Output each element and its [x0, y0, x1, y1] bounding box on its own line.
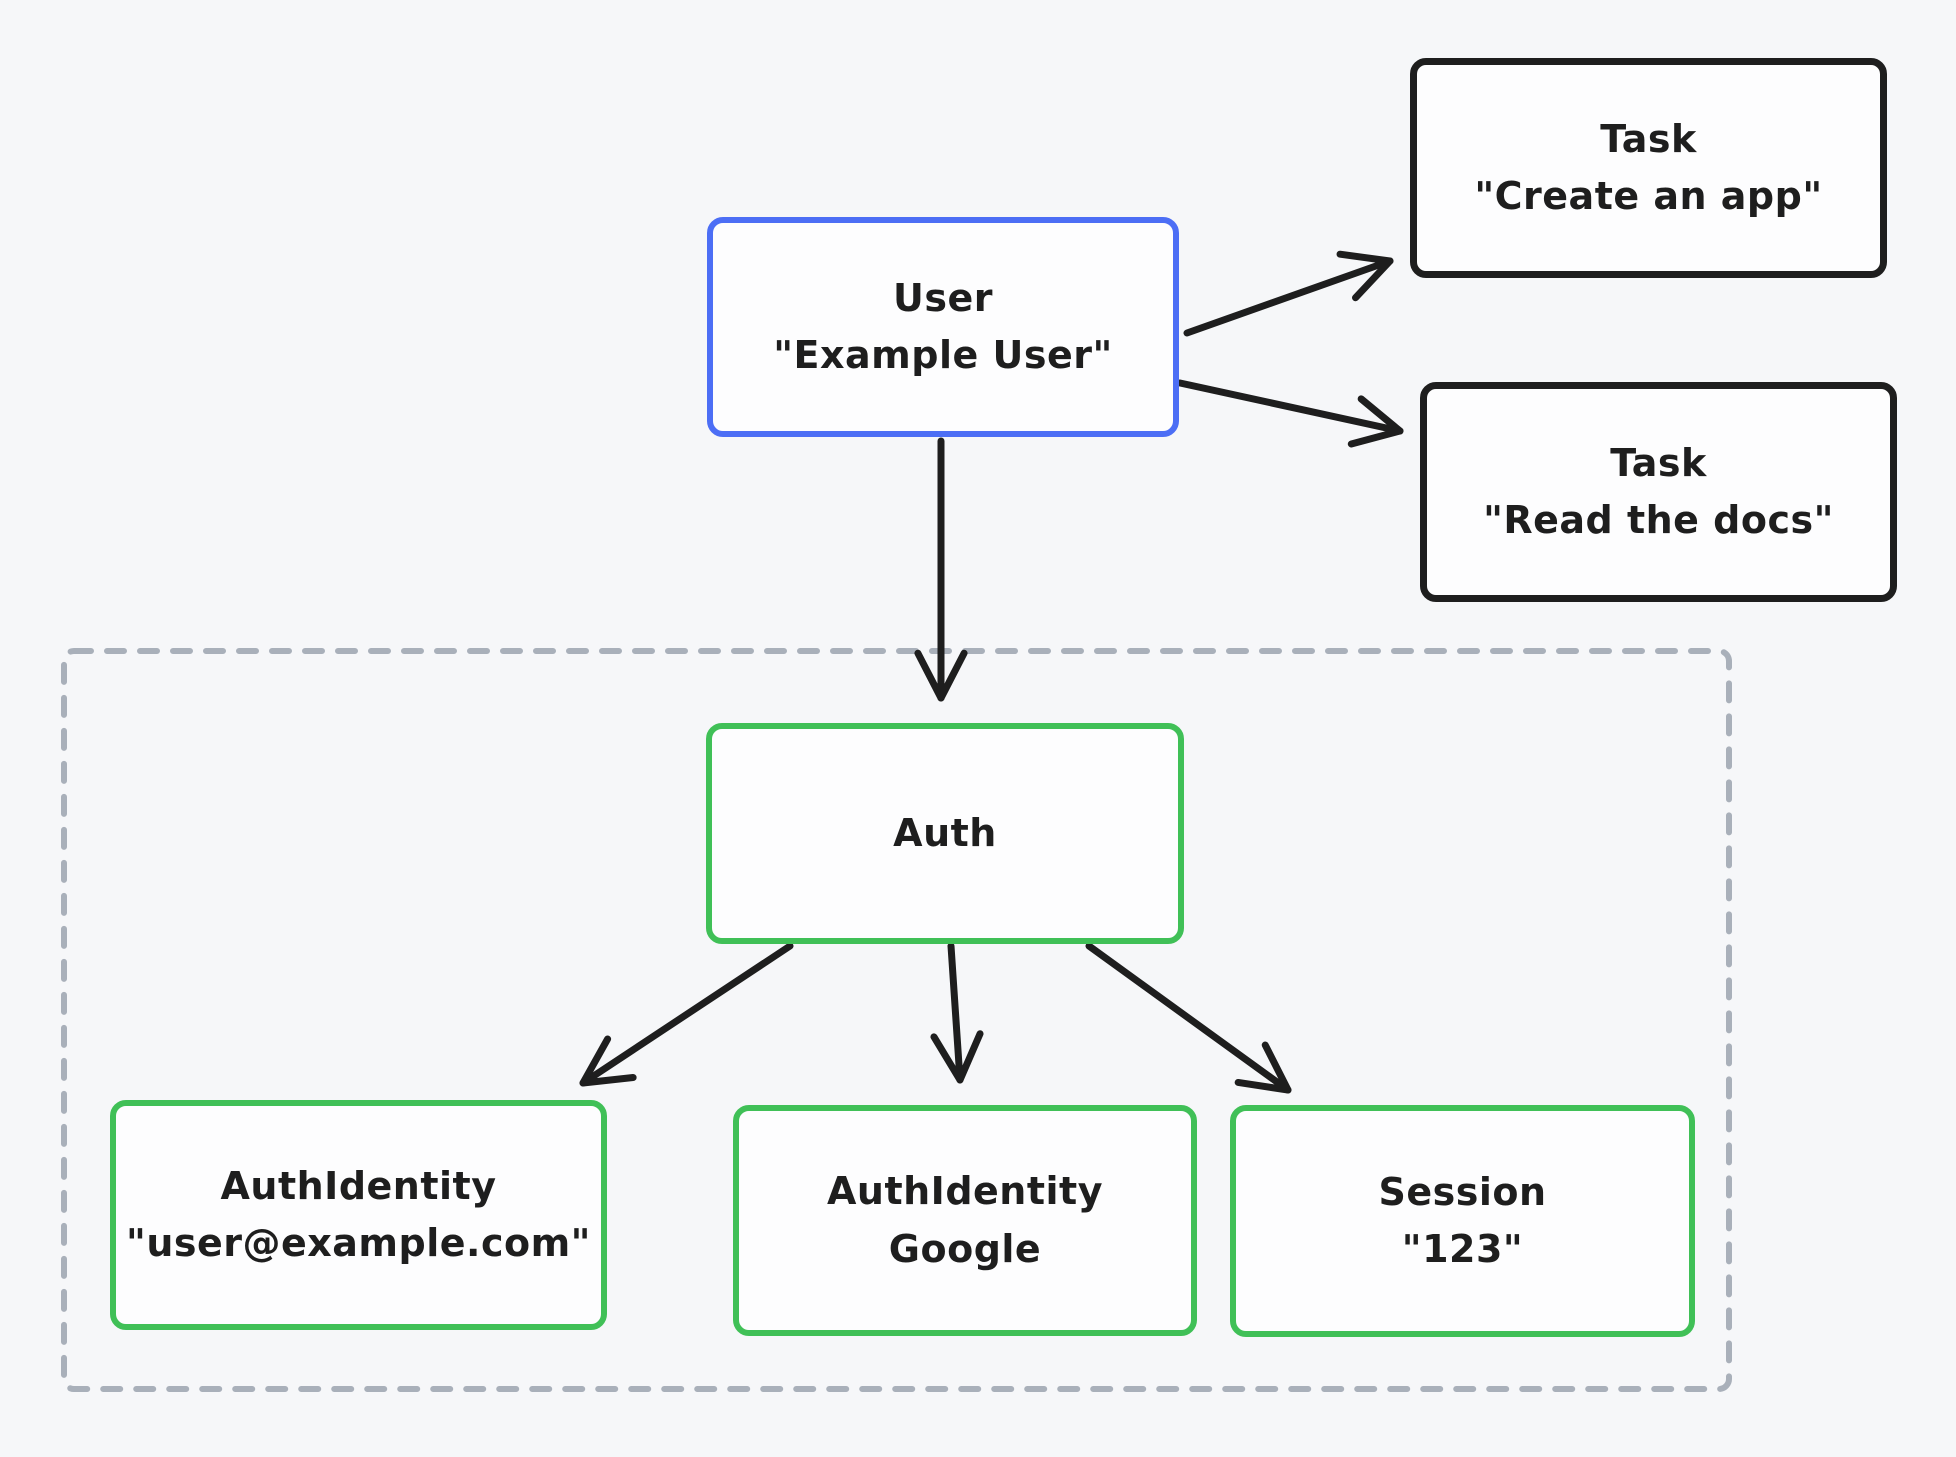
node-session-value: "123" [1401, 1227, 1524, 1271]
node-user-value: "Example User" [773, 333, 1113, 377]
node-authidentity-email-label: AuthIdentity [220, 1163, 497, 1208]
node-task-read-value: "Read the docs" [1483, 498, 1834, 542]
edge-auth-to-authidentity-google [930, 942, 984, 1084]
node-session: Session "123" [1230, 1105, 1695, 1337]
node-authidentity-google-label: AuthIdentity [827, 1169, 1103, 1214]
node-authidentity-email-value: "user@example.com" [126, 1221, 591, 1265]
edge-auth-to-authidentity-email [579, 942, 794, 1087]
edge-user-to-task-read [1176, 379, 1404, 448]
edge-auth-to-session [1085, 942, 1292, 1094]
node-user-label: User [893, 275, 993, 320]
node-task-read-the-docs: Task "Read the docs" [1420, 382, 1897, 602]
edge-user-to-task-create [1183, 250, 1394, 337]
node-task-create-an-app: Task "Create an app" [1410, 58, 1887, 278]
node-session-label: Session [1378, 1169, 1547, 1214]
node-task-read-label: Task [1610, 440, 1707, 485]
auth-scope-dashed-container [61, 648, 1732, 1392]
node-task-create-label: Task [1600, 116, 1697, 161]
node-auth-label: Auth [893, 810, 997, 855]
node-authidentity-google-value: Google [888, 1226, 1042, 1271]
node-auth: Auth [706, 723, 1184, 944]
node-user: User "Example User" [707, 217, 1179, 437]
node-authidentity-google: AuthIdentity Google [733, 1105, 1197, 1336]
node-authidentity-email: AuthIdentity "user@example.com" [110, 1100, 607, 1330]
node-task-create-value: "Create an app" [1474, 174, 1823, 218]
